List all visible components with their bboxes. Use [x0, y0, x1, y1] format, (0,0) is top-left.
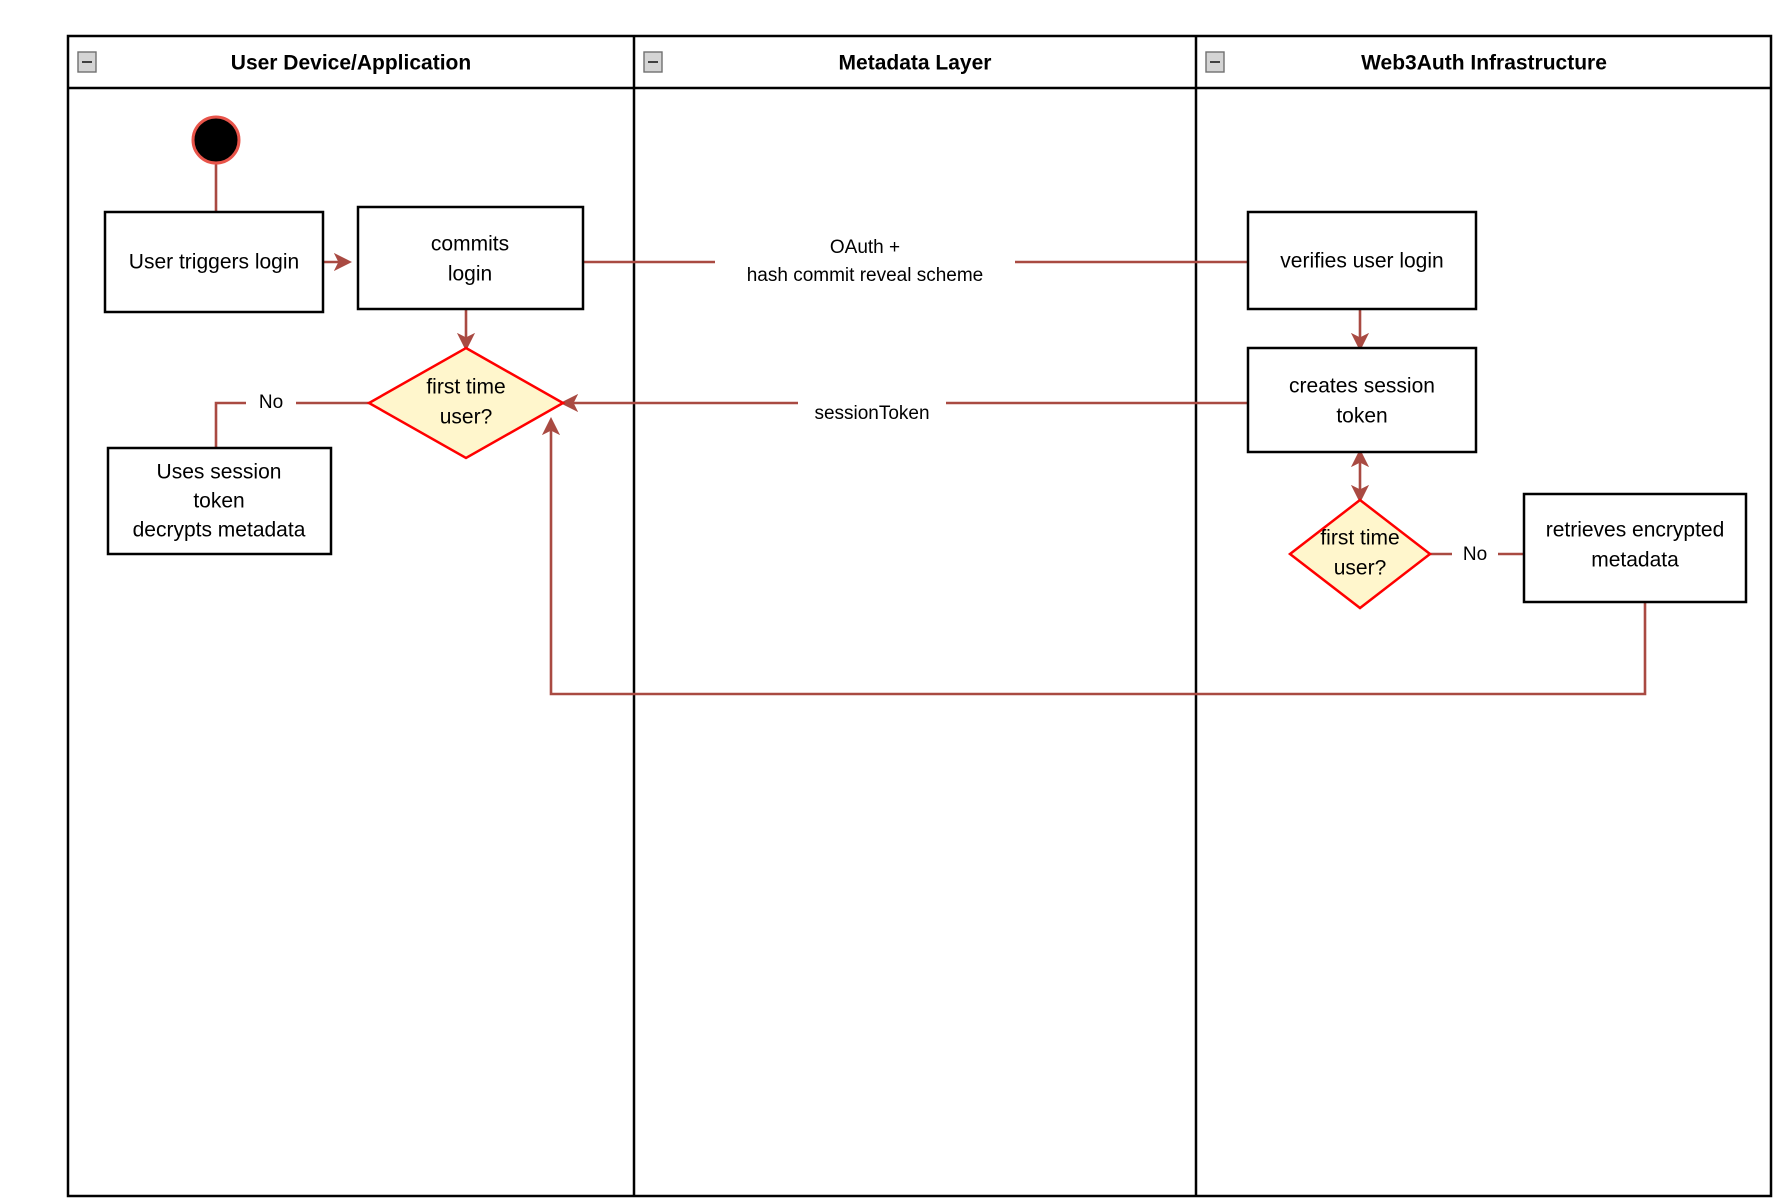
start-node	[191, 115, 241, 165]
node-label-retrieves-encrypted-metadata-1: retrieves encrypted	[1546, 519, 1725, 542]
swimlane-outer-border	[66, 34, 1773, 1198]
node-label-uses-session-token-1: Uses session	[157, 461, 282, 484]
minus-box-icon[interactable]	[1205, 51, 1225, 73]
edge-label-oauth-line1: OAuth +	[830, 237, 900, 258]
node-first-time-user-right[interactable]: first time user?	[1287, 498, 1433, 610]
node-label-first-time-user-right-2: user?	[1334, 557, 1387, 580]
node-user-triggers-login[interactable]: User triggers login	[103, 210, 325, 314]
swimlane-frame	[66, 34, 1773, 1198]
lane-title-web3auth: Web3Auth Infrastructure	[1361, 52, 1607, 75]
lane-title-metadata: Metadata Layer	[839, 52, 992, 75]
node-label-creates-session-token-2: token	[1336, 405, 1387, 428]
minus-box-icon[interactable]	[643, 51, 663, 73]
node-verifies-user-login[interactable]: verifies user login	[1246, 210, 1478, 311]
node-label-retrieves-encrypted-metadata-2: metadata	[1591, 549, 1679, 572]
node-label-first-time-user-left-2: user?	[440, 406, 493, 429]
node-retrieves-encrypted-metadata[interactable]: retrieves encrypted metadata	[1522, 492, 1748, 604]
lane-header-metadata[interactable]: Metadata Layer	[643, 51, 992, 75]
edge-label-oauth-line2: hash commit reveal scheme	[747, 265, 984, 286]
edge-label-no-left: No	[246, 388, 296, 418]
node-first-time-user-left[interactable]: first time user?	[366, 346, 566, 460]
node-commits-login[interactable]: commits login	[356, 205, 585, 311]
node-label-commits-login-2: login	[448, 263, 492, 286]
edge-label-session-token: sessionToken	[798, 390, 946, 424]
edge-label-no-right: No	[1452, 540, 1498, 570]
edge-decision-no-to-uses-session	[214, 401, 393, 448]
edge-label-no-right-text: No	[1463, 544, 1487, 565]
node-label-uses-session-token-2: token	[193, 490, 244, 513]
node-label-creates-session-token-1: creates session	[1289, 375, 1435, 398]
node-label-first-time-user-right-1: first time	[1320, 527, 1399, 550]
lane-header-user-device[interactable]: User Device/Application	[77, 51, 471, 75]
node-label-verifies-user-login: verifies user login	[1280, 250, 1443, 273]
node-creates-session-token[interactable]: creates session token	[1246, 346, 1478, 454]
edge-label-session-token-text: sessionToken	[814, 403, 929, 424]
lane-header-web3auth[interactable]: Web3Auth Infrastructure	[1205, 51, 1607, 75]
edge-retrieves-back-to-left-decision	[541, 416, 1647, 696]
lane-title-user-device: User Device/Application	[231, 52, 471, 75]
edge-label-oauth: OAuth + hash commit reveal scheme	[715, 232, 1015, 292]
minus-box-icon[interactable]	[77, 51, 97, 73]
node-label-commits-login-1: commits	[431, 233, 509, 256]
node-uses-session-token[interactable]: Uses session token decrypts metadata	[106, 446, 333, 556]
node-label-uses-session-token-3: decrypts metadata	[133, 519, 306, 542]
node-label-first-time-user-left-1: first time	[426, 376, 505, 399]
edge-label-no-left-text: No	[259, 392, 283, 413]
node-label-user-triggers-login: User triggers login	[129, 251, 299, 274]
